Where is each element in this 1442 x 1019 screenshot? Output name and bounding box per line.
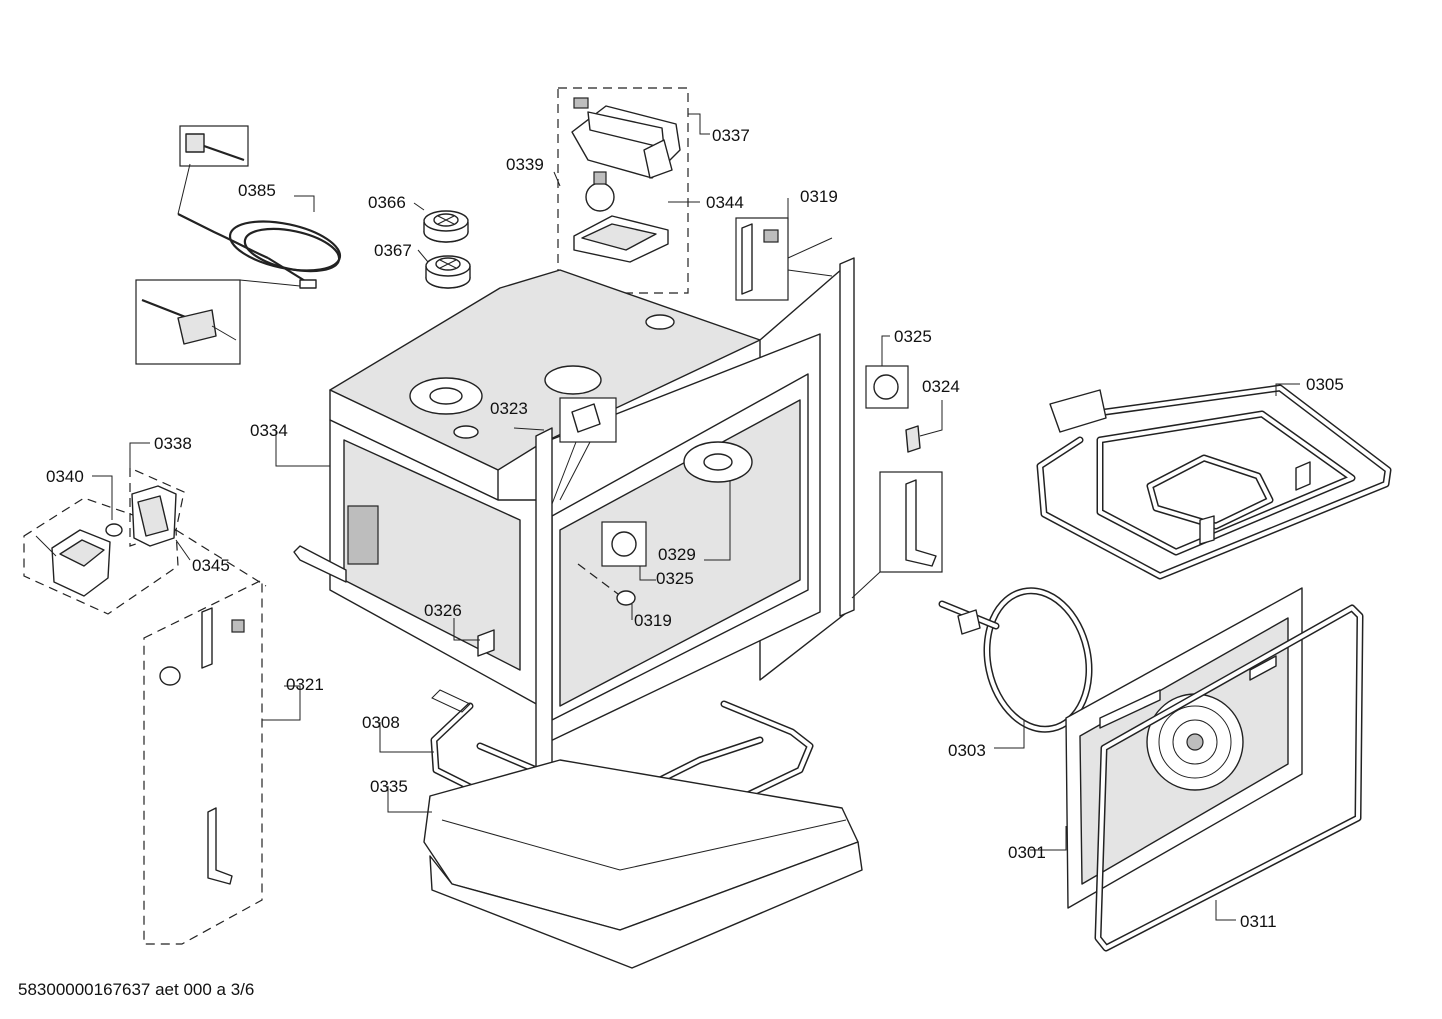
convection-heater-0303[interactable] [938,581,1101,739]
callout-0337[interactable]: 0337 [712,126,750,145]
document-id-footer: 58300000167637 aet 000 a 3/6 [18,980,255,999]
insulation-0335[interactable] [423,759,863,969]
clip-0323[interactable] [551,397,617,505]
callout-0323[interactable]: 0323 [490,399,528,418]
fastener-0319-center[interactable] [577,563,636,606]
callout-0334[interactable]: 0334 [250,421,288,440]
callout-0325-mid[interactable]: 0325 [656,569,694,588]
callout-0345[interactable]: 0345 [192,556,230,575]
lamp-cover-glass-0344[interactable] [573,215,669,263]
callout-0319-top[interactable]: 0319 [800,187,838,206]
grommet-0325-center[interactable] [601,521,647,567]
callout-0326[interactable]: 0326 [424,601,462,620]
leader-lines [92,113,1300,921]
callout-0305[interactable]: 0305 [1306,375,1344,394]
rail-bracket-right [851,471,943,599]
callout-0324[interactable]: 0324 [922,377,960,396]
knob-cap-0366[interactable] [423,210,469,243]
thermostat-cover-0345[interactable] [131,485,177,547]
bracket-0319-top[interactable] [735,217,833,301]
callout-0339[interactable]: 0339 [506,155,544,174]
grill-heater-0305[interactable] [1036,384,1392,580]
clip-0326[interactable] [477,629,495,657]
callout-0338[interactable]: 0338 [154,434,192,453]
callout-0308[interactable]: 0308 [362,713,400,732]
callout-0367[interactable]: 0367 [374,241,412,260]
callout-labels: 0385 0366 0367 0339 0337 0344 0319 0325 … [46,126,1344,931]
callout-0329[interactable]: 0329 [658,545,696,564]
side-bracket [293,545,347,583]
lamp-socket-0337[interactable] [571,97,681,179]
callout-0321[interactable]: 0321 [286,675,324,694]
callout-0366[interactable]: 0366 [368,193,406,212]
callout-0344[interactable]: 0344 [706,193,744,212]
callout-0303[interactable]: 0303 [948,741,986,760]
callout-0335[interactable]: 0335 [370,777,408,796]
grommet-0325-right[interactable] [865,365,909,409]
oven-cavity-0334[interactable] [329,257,855,807]
callout-0340[interactable]: 0340 [46,467,84,486]
temperature-sensor-0385[interactable] [135,125,344,365]
knob-cap-0367[interactable] [425,255,471,289]
lamp-assembly-group [557,87,689,294]
bracket-kit-0321[interactable] [143,579,263,945]
thermostat-switch-0340[interactable] [35,523,123,597]
light-bulb-0339[interactable] [585,171,615,212]
pad-0324[interactable] [905,425,921,453]
callout-0301[interactable]: 0301 [1008,843,1046,862]
callout-0325-right[interactable]: 0325 [894,327,932,346]
callout-0319-mid[interactable]: 0319 [634,611,672,630]
callout-0311[interactable]: 0311 [1240,912,1277,931]
thermostat-group-0338 [23,467,267,615]
callout-0385[interactable]: 0385 [238,181,276,200]
door-gasket-0311[interactable] [1094,604,1364,952]
